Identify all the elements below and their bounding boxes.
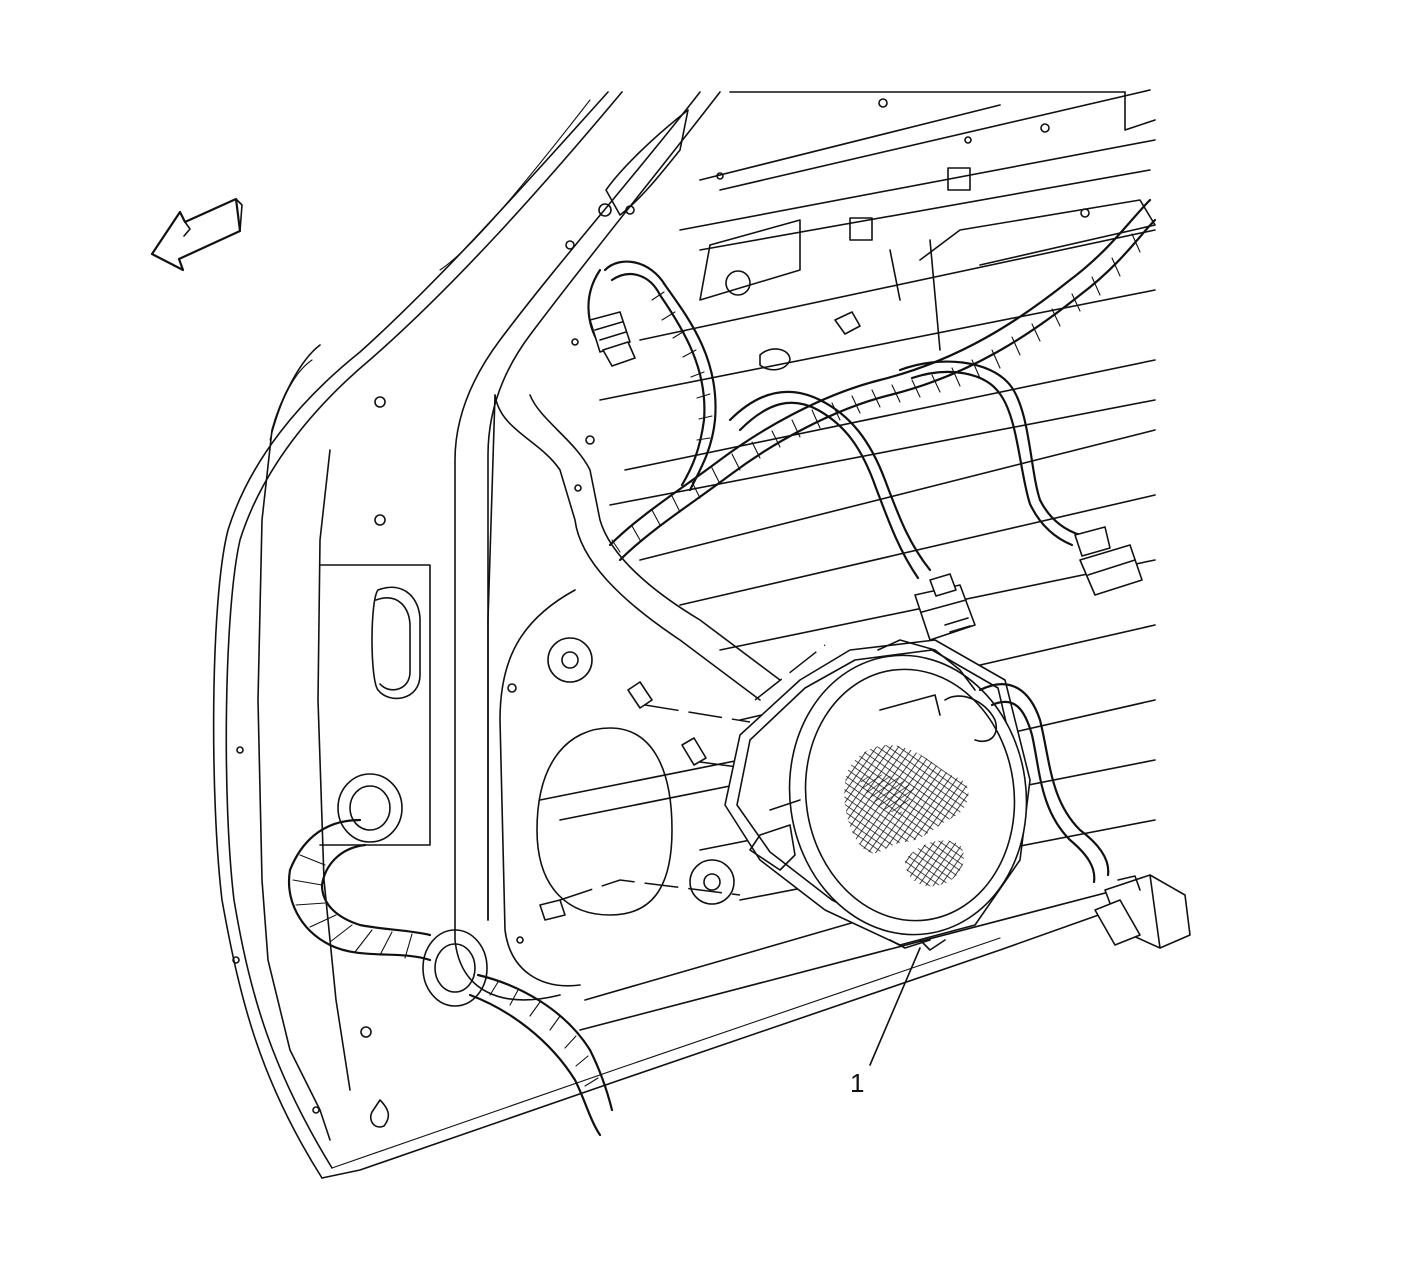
- door-wiring-harness: [587, 198, 1157, 580]
- harness-connector-middle: [914, 573, 976, 641]
- speaker-pigtail-connector: [978, 683, 1191, 949]
- speaker-cavity: [487, 394, 781, 987]
- harness-connector-right: [1074, 526, 1143, 596]
- window-frame: [454, 91, 1156, 1001]
- door-speaker: [724, 639, 1031, 951]
- lower-harness-grommet: [287, 773, 614, 1137]
- forward-arrow-icon: [150, 197, 243, 272]
- harness-connector-upper: [589, 311, 636, 367]
- installation-guide-lines: [559, 644, 826, 901]
- callout-1: 1: [850, 947, 921, 1098]
- hinge-pillar: [232, 396, 431, 1128]
- door-outer-frame: [212, 91, 1156, 1179]
- callout-label-1: 1: [850, 1068, 864, 1098]
